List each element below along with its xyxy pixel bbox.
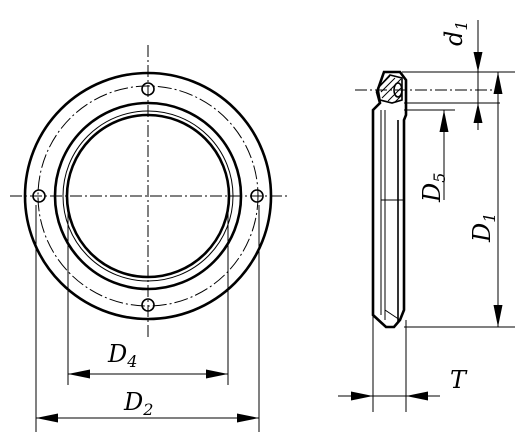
- d2-arrow-left: [36, 413, 58, 423]
- hatch-3: [381, 78, 402, 99]
- side-lower-step: [384, 309, 401, 321]
- D1-arrow-top: [493, 72, 503, 94]
- d2-arrow-right: [237, 413, 259, 423]
- d1-small-arrow-top: [473, 52, 483, 72]
- T-arrow-left: [351, 391, 373, 401]
- front-view: D4 D2: [10, 45, 288, 432]
- bolt-hole-bottom: [141, 298, 155, 312]
- side-outer-profile: [371, 70, 408, 329]
- label-D5: D5: [418, 173, 449, 203]
- bore-outer-circle: [62, 110, 234, 282]
- bolt-hole-right: [250, 189, 264, 203]
- bore-circle: [65, 113, 231, 279]
- bolt-hole-top: [141, 82, 155, 96]
- hatch-1: [379, 75, 391, 87]
- label-d1: d1: [440, 20, 471, 46]
- d4-arrow-left: [68, 369, 90, 379]
- bolt-hole-left: [32, 189, 46, 203]
- label-D4: D4: [107, 340, 137, 371]
- outer-flange-circle: [23, 71, 273, 321]
- side-view: d1 D5 D1 T: [338, 20, 515, 412]
- D5-arrow-top: [439, 110, 449, 132]
- seal-section: [377, 74, 403, 104]
- label-D1: D1: [468, 213, 499, 243]
- D1-arrow-bottom: [493, 305, 503, 327]
- d1-small-arrow-bottom: [473, 103, 483, 123]
- T-arrow-right: [406, 391, 428, 401]
- label-T: T: [450, 366, 468, 394]
- label-D2: D2: [123, 388, 153, 419]
- bolt-circle: [37, 85, 259, 307]
- d4-arrow-right: [206, 369, 228, 379]
- inner-ring-circle: [53, 101, 243, 291]
